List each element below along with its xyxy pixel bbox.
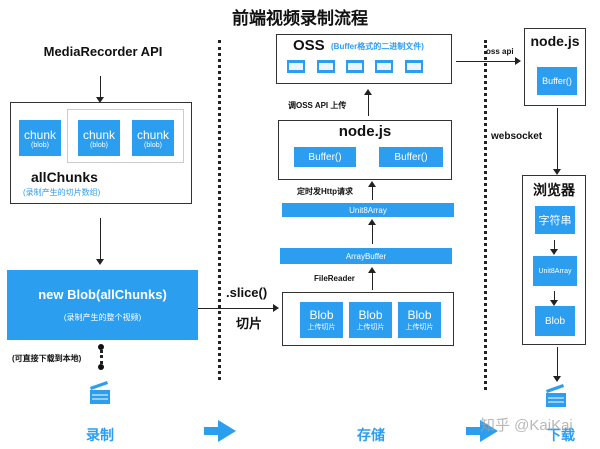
all-chunks-desc: (录制产生的切片数组) [23, 188, 101, 197]
arrow-up-filereader [368, 267, 376, 290]
film-icon [405, 60, 423, 73]
chunk-block: chunk (blob) [19, 120, 61, 156]
blob-sub: 上传切片 [405, 324, 434, 331]
chunks-group [67, 109, 184, 163]
chunk-block: chunk (blob) [78, 120, 120, 156]
dot-bottom [98, 364, 104, 370]
websocket-arrow [553, 108, 561, 175]
dotted-connector [100, 350, 103, 364]
blob-slice-block: Blob 上传切片 [300, 302, 343, 338]
blob-label: Blob [358, 308, 383, 322]
film-icon [346, 60, 364, 73]
film-icon [287, 60, 305, 73]
websocket-label: websocket [491, 131, 543, 142]
diagram-title: 前端视频录制流程 [232, 9, 368, 28]
chunk-label: chunk [136, 127, 170, 142]
download-local-label: (可直接下载到本地) [12, 354, 82, 363]
oss-box: OSS (Buffer格式的二进制文件) [276, 34, 452, 84]
stage-download: 下载 [547, 427, 575, 443]
browser-box: 浏览器 字符串 Unit8Array Blob [522, 175, 586, 345]
oss-api-arrow [456, 57, 521, 65]
oss-desc: (Buffer格式的二进制文件) [331, 42, 424, 51]
nodejs-storage-box: node.js Buffer() Buffer() [278, 120, 452, 180]
buffer-block: Buffer() [379, 147, 443, 167]
blob-slice-block: Blob 上传切片 [349, 302, 392, 338]
http-label: 定时发Http请求 [297, 187, 353, 196]
buffer-block: Buffer() [537, 67, 577, 95]
slice-label: .slice() [226, 285, 268, 300]
blob-sub: 上传切片 [356, 324, 385, 331]
arraybuffer-block: ArrayBuffer [280, 248, 452, 264]
stage-storage: 存储 [357, 427, 385, 443]
video-clapper-icon [90, 381, 110, 404]
chunk-sub: (blob) [144, 141, 162, 149]
oss-api-label: oss api [486, 47, 514, 56]
nodejs-label: node.js [530, 33, 580, 49]
oss-upload-label: 调OSS API 上传 [288, 101, 347, 110]
slice-desc: 切片 [236, 316, 263, 331]
new-blob-box: new Blob(allChunks) (录制产生的整个视频) [7, 270, 198, 340]
arrow-down-string [550, 240, 558, 255]
buffer-block: Buffer() [294, 147, 356, 167]
film-icon [317, 60, 335, 73]
media-recorder-label: MediaRecorder API [43, 44, 163, 59]
nodejs-label: node.js [338, 123, 392, 140]
arrow-down-unit8 [550, 291, 558, 306]
blob-slice-block: Blob 上传切片 [398, 302, 441, 338]
blob-label: Blob [309, 308, 334, 322]
right-arrow-icon [466, 420, 498, 442]
arrow-up-oss [364, 89, 372, 116]
chunk-sub: (blob) [90, 141, 108, 149]
arrow-down-download [553, 347, 561, 382]
stage-record: 录制 [86, 427, 114, 443]
chunk-label: chunk [23, 127, 57, 142]
blob-block: Blob [535, 306, 575, 336]
chunk-sub: (blob) [31, 141, 49, 149]
arrow-up-unit8 [368, 219, 376, 244]
dot-top [98, 344, 104, 350]
all-chunks-box: chunk (blob) chunk (blob) chunk (blob) a… [10, 102, 192, 204]
watermark: 知乎 @KaiKai [480, 417, 573, 434]
new-blob-label: new Blob(allChunks) [38, 287, 167, 302]
browser-label: 浏览器 [533, 182, 575, 198]
oss-label: OSS [293, 37, 325, 54]
slice-arrow [198, 304, 279, 312]
string-block: 字符串 [535, 206, 575, 234]
new-blob-desc: (录制产生的整个视频) [63, 313, 142, 322]
video-clapper-icon [546, 384, 566, 407]
film-icon [375, 60, 393, 73]
unit8array-block: Unit8Array [533, 256, 577, 286]
arrow-down-1 [96, 76, 104, 103]
separator-left [218, 40, 221, 380]
blob-sub: 上传切片 [307, 324, 336, 331]
nodejs-download-box: node.js Buffer() [524, 28, 586, 106]
blob-label: Blob [407, 308, 432, 322]
arrow-up-http [368, 181, 376, 200]
unit8array-block: Unit8Array [282, 203, 454, 217]
chunk-label: chunk [82, 127, 116, 142]
separator-right [484, 40, 487, 390]
chunk-block: chunk (blob) [132, 120, 174, 156]
right-arrow-icon [204, 420, 236, 442]
blob-slices-box: Blob 上传切片 Blob 上传切片 Blob 上传切片 [282, 292, 454, 346]
all-chunks-label: allChunks [31, 169, 98, 185]
filereader-label: FileReader [314, 274, 355, 283]
arrow-down-2 [96, 218, 104, 265]
